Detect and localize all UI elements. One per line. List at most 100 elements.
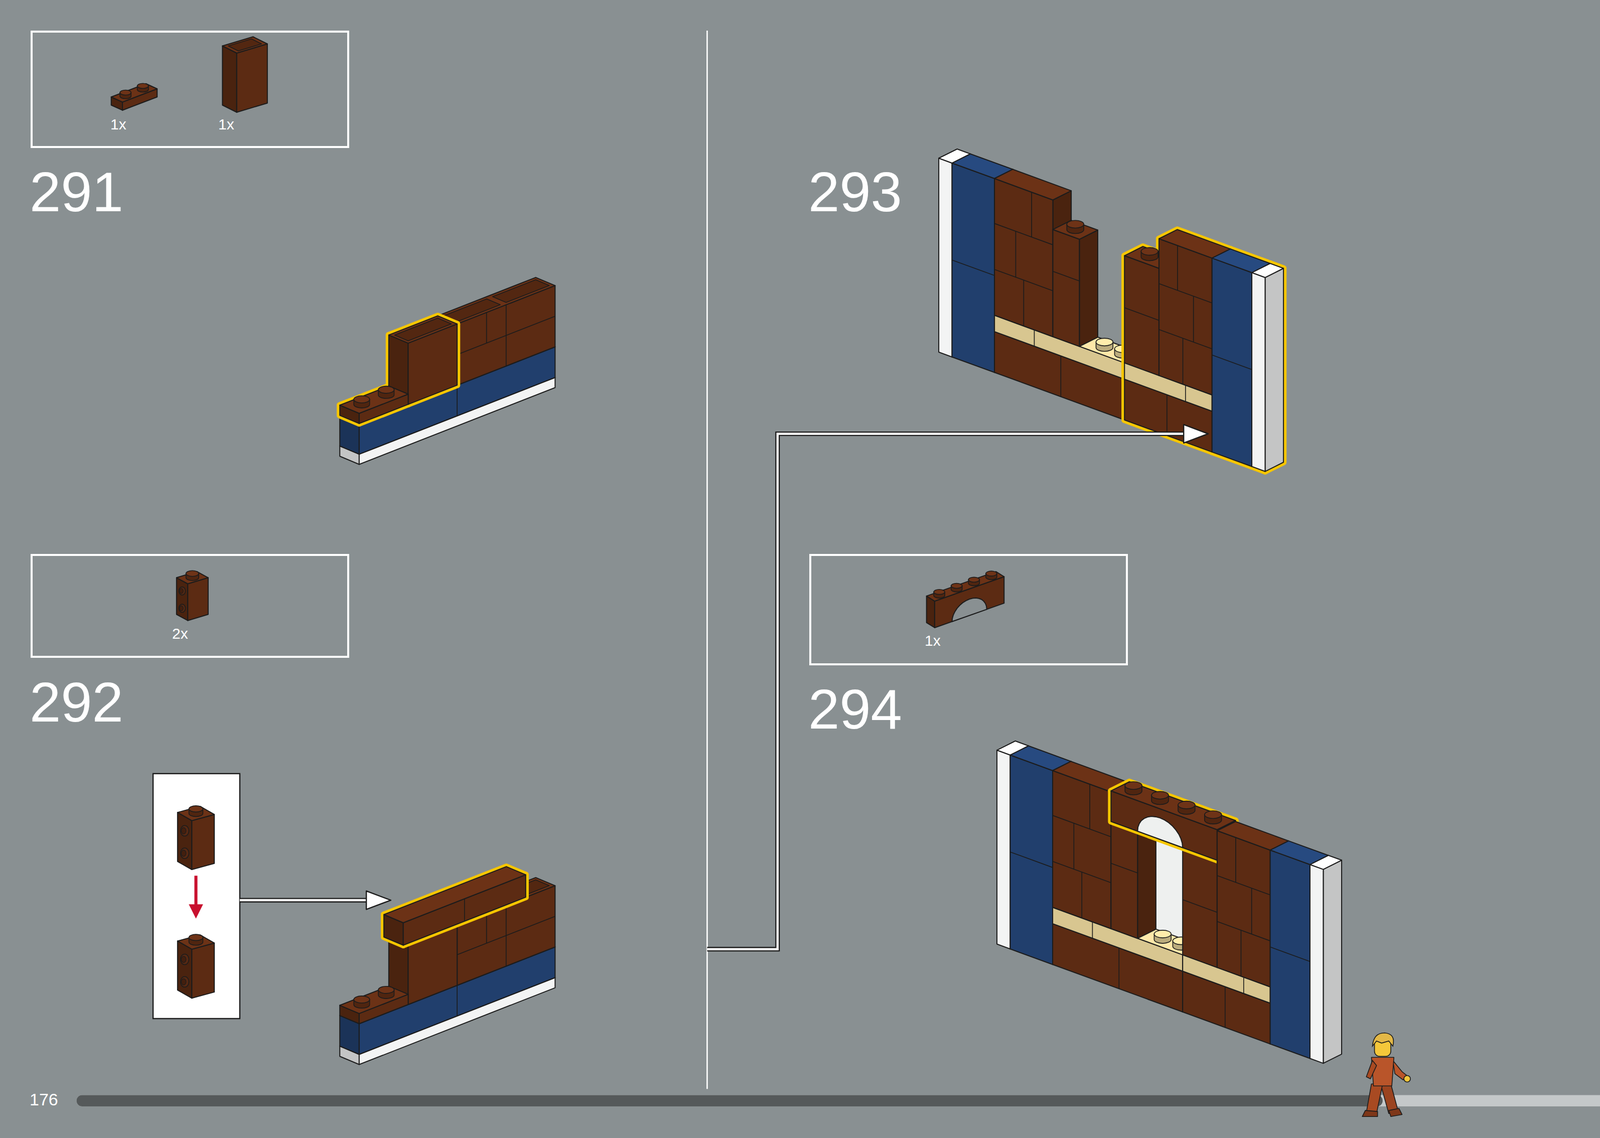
brick-seam: [994, 223, 1053, 245]
brick-top: [111, 83, 158, 103]
part-quantity: 1x: [218, 116, 235, 132]
brick-seam: [1182, 899, 1218, 913]
brick-seam: [1118, 947, 1120, 989]
model-step-292: [339, 866, 555, 1065]
brick-side: [222, 46, 237, 113]
brick-front: [1124, 255, 1159, 376]
stud-top: [353, 995, 370, 1003]
arrow-head: [1183, 424, 1209, 444]
parts-callouts: [111, 36, 1005, 628]
stud-top: [1204, 810, 1222, 819]
minifig-leg: [1366, 1083, 1383, 1114]
arrow-line: [706, 433, 1186, 949]
highlight-outline: [1158, 238, 1213, 395]
side-stud-rim: [181, 849, 186, 857]
model-step-291: [339, 277, 555, 465]
brick-seam: [1015, 231, 1017, 278]
stud-top: [378, 986, 394, 994]
brick-seam: [1034, 329, 1036, 347]
brick-front: [1110, 790, 1218, 860]
brick-seam: [1023, 279, 1025, 327]
step-number: 292: [29, 674, 124, 731]
brick-seam: [505, 304, 507, 336]
brick-top: [926, 571, 1005, 602]
brick-top: [1251, 263, 1284, 278]
subassembly-arrow: [706, 424, 1209, 950]
brick-front: [187, 577, 209, 621]
stud-top: [1140, 247, 1158, 255]
minifig-hand: [1403, 1075, 1411, 1083]
side-stud: [180, 976, 190, 987]
stud-top: [353, 395, 370, 403]
brick-seam: [486, 912, 488, 944]
brick-front: [1182, 847, 1218, 968]
brick-side: [1079, 229, 1098, 347]
brick-side: [1265, 268, 1284, 472]
highlight-outline: [1110, 790, 1218, 860]
brick-top: [383, 866, 526, 923]
stud-top: [1066, 220, 1084, 228]
brick-front: [952, 163, 995, 373]
brick-seam: [1060, 355, 1062, 397]
arrow-head: [366, 891, 391, 910]
brick-seam: [505, 904, 507, 936]
side-stud-rim: [181, 956, 186, 963]
progress-bar: [76, 1095, 1383, 1107]
parts-callout-box: 1x 1x: [30, 30, 350, 149]
stud-top: [137, 83, 149, 89]
red-arrow-line: [194, 875, 198, 909]
brick-top: [388, 315, 458, 344]
brick-seam: [1158, 283, 1213, 304]
highlight-outline: [1124, 255, 1159, 376]
minifigure: [1362, 1032, 1411, 1117]
stud-top: [189, 934, 204, 941]
brick-front: [1212, 257, 1252, 467]
brick-seam: [1235, 837, 1237, 883]
highlight-outline: [1251, 272, 1265, 472]
parts-callout-box: 2x: [30, 553, 350, 658]
minifig-foot: [1362, 1110, 1378, 1117]
brick-seam: [1089, 784, 1091, 829]
brick-top: [1052, 220, 1098, 240]
brick-seam: [1124, 307, 1159, 321]
brick-top: [339, 985, 408, 1014]
brick-front: [1310, 864, 1324, 1064]
brick-seam: [1217, 921, 1271, 941]
arch-opening: [1137, 816, 1183, 848]
stud-top: [189, 805, 204, 813]
stud-top: [186, 570, 199, 576]
brick-top: [1310, 855, 1342, 870]
brick-seam: [1081, 871, 1083, 919]
side-stud: [179, 604, 186, 613]
brick-seam: [1158, 329, 1213, 350]
stud-top: [119, 89, 131, 95]
brick-side: [176, 577, 188, 621]
brick-seam: [1052, 815, 1111, 837]
parts-callout-box: 1x: [809, 553, 1128, 666]
minifig-foot: [1388, 1108, 1402, 1117]
brick-top: [339, 385, 408, 414]
brick-front: [1009, 755, 1053, 965]
step-number: 293: [808, 164, 903, 221]
stud-top: [968, 576, 980, 583]
brick-seam: [486, 312, 488, 344]
arrow-outline: [239, 897, 370, 903]
stud-top: [1124, 781, 1142, 790]
brick-seam: [1182, 338, 1184, 385]
brick-seam: [1177, 245, 1179, 290]
panel-hollow: [492, 279, 550, 303]
brick-top: [438, 277, 556, 325]
part-quantity: 1x: [110, 116, 127, 132]
highlight-outline: [1212, 257, 1252, 467]
brick-seam: [952, 259, 995, 276]
brick-front: [1158, 238, 1213, 395]
brick-seam: [456, 385, 458, 416]
brick-front: [934, 576, 1004, 628]
side-stud: [180, 954, 190, 965]
brick-seam: [1166, 394, 1168, 436]
panel-hollow: [394, 318, 452, 341]
brick-seam: [505, 935, 507, 966]
brick-seam: [456, 985, 458, 1016]
